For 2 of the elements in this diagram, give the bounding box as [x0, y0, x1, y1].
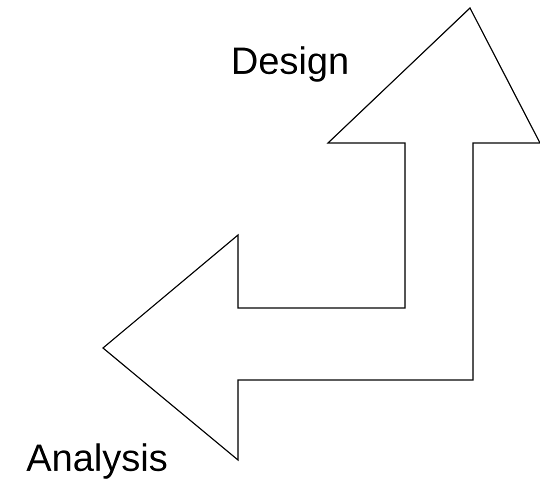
label: Design [234, 46, 347, 82]
label: Analysis [26, 443, 166, 479]
